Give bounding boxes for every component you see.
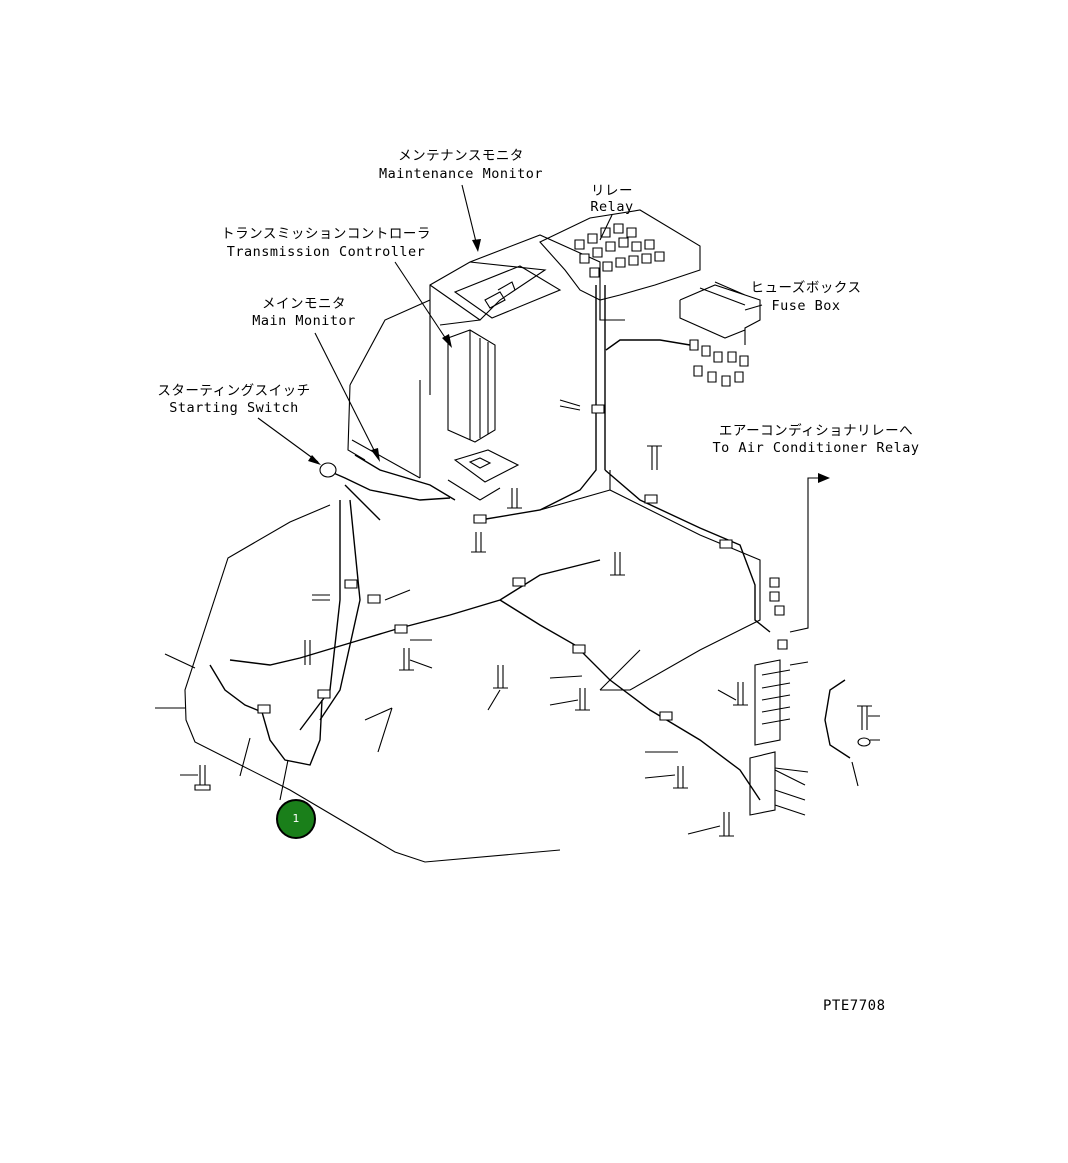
arrow-transmission xyxy=(442,334,452,348)
leader-ticks xyxy=(155,590,880,834)
maintenance-monitor-plug xyxy=(485,282,515,308)
controller-bracket xyxy=(448,450,518,500)
starting-switch-harness xyxy=(300,468,450,730)
main-monitor-label-jp: メインモニタ xyxy=(262,296,346,312)
fusebox-harness xyxy=(606,340,690,350)
ground-cable xyxy=(825,680,850,758)
leader-main-monitor xyxy=(315,333,378,458)
fuse-box-connectors xyxy=(690,340,748,386)
maintenance-monitor-label-en: Maintenance Monitor xyxy=(379,166,543,182)
console-body xyxy=(348,235,600,478)
fuse-box-label-en: Fuse Box xyxy=(771,298,841,314)
arrow-starting-switch xyxy=(308,455,321,465)
terminal-strip-upper xyxy=(755,660,790,745)
arrow-air-conditioner xyxy=(818,473,830,483)
callout-1-number: 1 xyxy=(292,812,300,825)
drawing-code: PTE7708 xyxy=(823,998,886,1014)
relay-cubes xyxy=(575,224,664,277)
arrow-maintenance xyxy=(472,239,481,252)
floor-outline xyxy=(185,505,560,862)
terminal-strip-lower xyxy=(750,752,805,815)
relay-label-jp: リレー xyxy=(591,183,633,199)
transmission-controller-fins xyxy=(470,330,488,440)
washer xyxy=(858,738,870,746)
left-loop-harness xyxy=(210,665,322,765)
transmission-controller-label-en: Transmission Controller xyxy=(226,244,426,260)
leader-fuse-box xyxy=(745,305,762,310)
maintenance-monitor-frame xyxy=(455,266,560,318)
leader-air-conditioner xyxy=(790,478,825,632)
relay-block xyxy=(540,210,700,320)
clamps xyxy=(258,405,732,720)
leader-transmission-controller xyxy=(395,262,450,345)
leader-starting-switch xyxy=(258,418,318,462)
air-conditioner-relay-label-jp: エアーコンディショナリレーへ xyxy=(718,423,914,439)
leader-relay xyxy=(600,215,612,240)
main-monitor-label-en: Main Monitor xyxy=(252,313,356,329)
transmission-controller-label-jp: トランスミッションコントローラ xyxy=(221,226,431,242)
right-bracket xyxy=(540,470,760,690)
bolts xyxy=(195,400,872,836)
starting-switch-label-jp: スターティングスイッチ xyxy=(157,383,311,399)
fuse-box-body xyxy=(680,282,760,345)
starting-switch-label-en: Starting Switch xyxy=(169,400,299,416)
main-harness xyxy=(230,560,760,800)
leader-maintenance-monitor xyxy=(462,185,478,250)
main-monitor-harness xyxy=(355,455,455,500)
arrow-main-monitor xyxy=(371,448,380,462)
relay-label-en: Relay xyxy=(590,199,634,215)
air-conditioner-relay-label-en: To Air Conditioner Relay xyxy=(712,440,920,456)
ac-relay-connectors xyxy=(770,578,787,649)
fuse-box-label-jp: ヒューズボックス xyxy=(750,280,862,296)
callout-1-button[interactable]: 1 xyxy=(276,799,316,839)
starting-switch-body xyxy=(320,463,336,477)
maintenance-monitor-label-jp: メンテナンスモニタ xyxy=(398,148,524,164)
